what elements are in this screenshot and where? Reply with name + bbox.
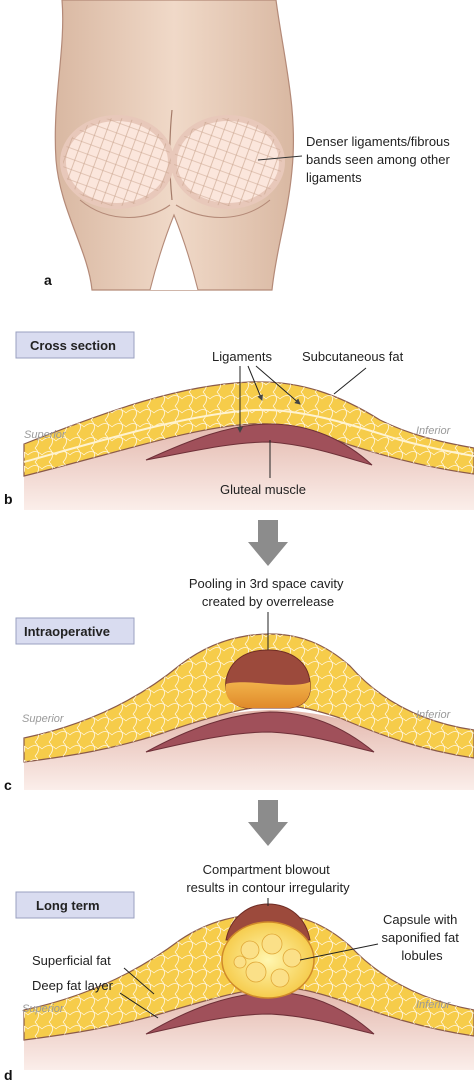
superficial-fat-label: Superficial fat bbox=[32, 953, 111, 968]
buttocks-illustration bbox=[54, 0, 295, 291]
panel-letter-a: a bbox=[44, 272, 52, 288]
panel-c: Pooling in 3rd space cavity created by o… bbox=[4, 576, 474, 793]
down-arrow-2 bbox=[248, 800, 288, 846]
panel-letter-b: b bbox=[4, 491, 13, 507]
gluteal-muscle-label: Gluteal muscle bbox=[220, 482, 306, 497]
subcutaneous-fat-label: Subcutaneous fat bbox=[302, 349, 404, 364]
capsule-label: Capsule with saponified fat lobules bbox=[382, 912, 463, 963]
panel-letter-c: c bbox=[4, 777, 12, 793]
gluteal-muscle-d bbox=[145, 991, 375, 1035]
panel-b: Cross section Ligaments Subcutaneous fat… bbox=[4, 331, 474, 510]
deep-tissue-d bbox=[24, 988, 474, 1070]
inferior-label-b: Inferior bbox=[416, 425, 452, 437]
ligaments-label: Ligaments bbox=[212, 349, 272, 364]
inferior-label-d: Inferior bbox=[416, 999, 452, 1011]
capsule-d bbox=[221, 921, 315, 999]
superior-label-d: Superior bbox=[22, 1003, 65, 1015]
panel-a: Denser ligaments/fibrous bands seen amon… bbox=[44, 0, 453, 291]
superior-label-c: Superior bbox=[22, 713, 65, 725]
fat-lobules bbox=[233, 933, 302, 988]
cross-section-title: Cross section bbox=[30, 338, 116, 353]
fluid-pool-c bbox=[225, 682, 311, 708]
gluteal-muscle-b bbox=[145, 423, 373, 466]
intraoperative-title: Intraoperative bbox=[24, 624, 110, 639]
fascia-line-b bbox=[23, 408, 474, 463]
panel-letter-d: d bbox=[4, 1067, 13, 1083]
annotation-dense-ligaments: Denser ligaments/fibrous bands seen amon… bbox=[306, 134, 453, 185]
superior-label-b: Superior bbox=[24, 429, 67, 441]
long-term-title: Long term bbox=[36, 898, 100, 913]
down-arrow-1 bbox=[248, 520, 288, 566]
annotation-pointer-a bbox=[257, 155, 303, 161]
deep-tissue-c bbox=[24, 710, 474, 790]
inferior-label-c: Inferior bbox=[416, 709, 452, 721]
label-box-cross-section bbox=[15, 331, 135, 359]
gluteal-muscle-c bbox=[145, 711, 375, 753]
label-box-long-term bbox=[15, 891, 135, 919]
inner-thigh-gap bbox=[149, 213, 199, 291]
pooling-caption: Pooling in 3rd space cavity created by o… bbox=[189, 576, 347, 609]
blowout-caption: Compartment blowout results in contour i… bbox=[186, 862, 350, 895]
label-box-intraoperative bbox=[15, 617, 135, 645]
deep-fat-layer-label: Deep fat layer bbox=[32, 978, 114, 993]
panel-d: Compartment blowout results in contour i… bbox=[4, 862, 474, 1083]
